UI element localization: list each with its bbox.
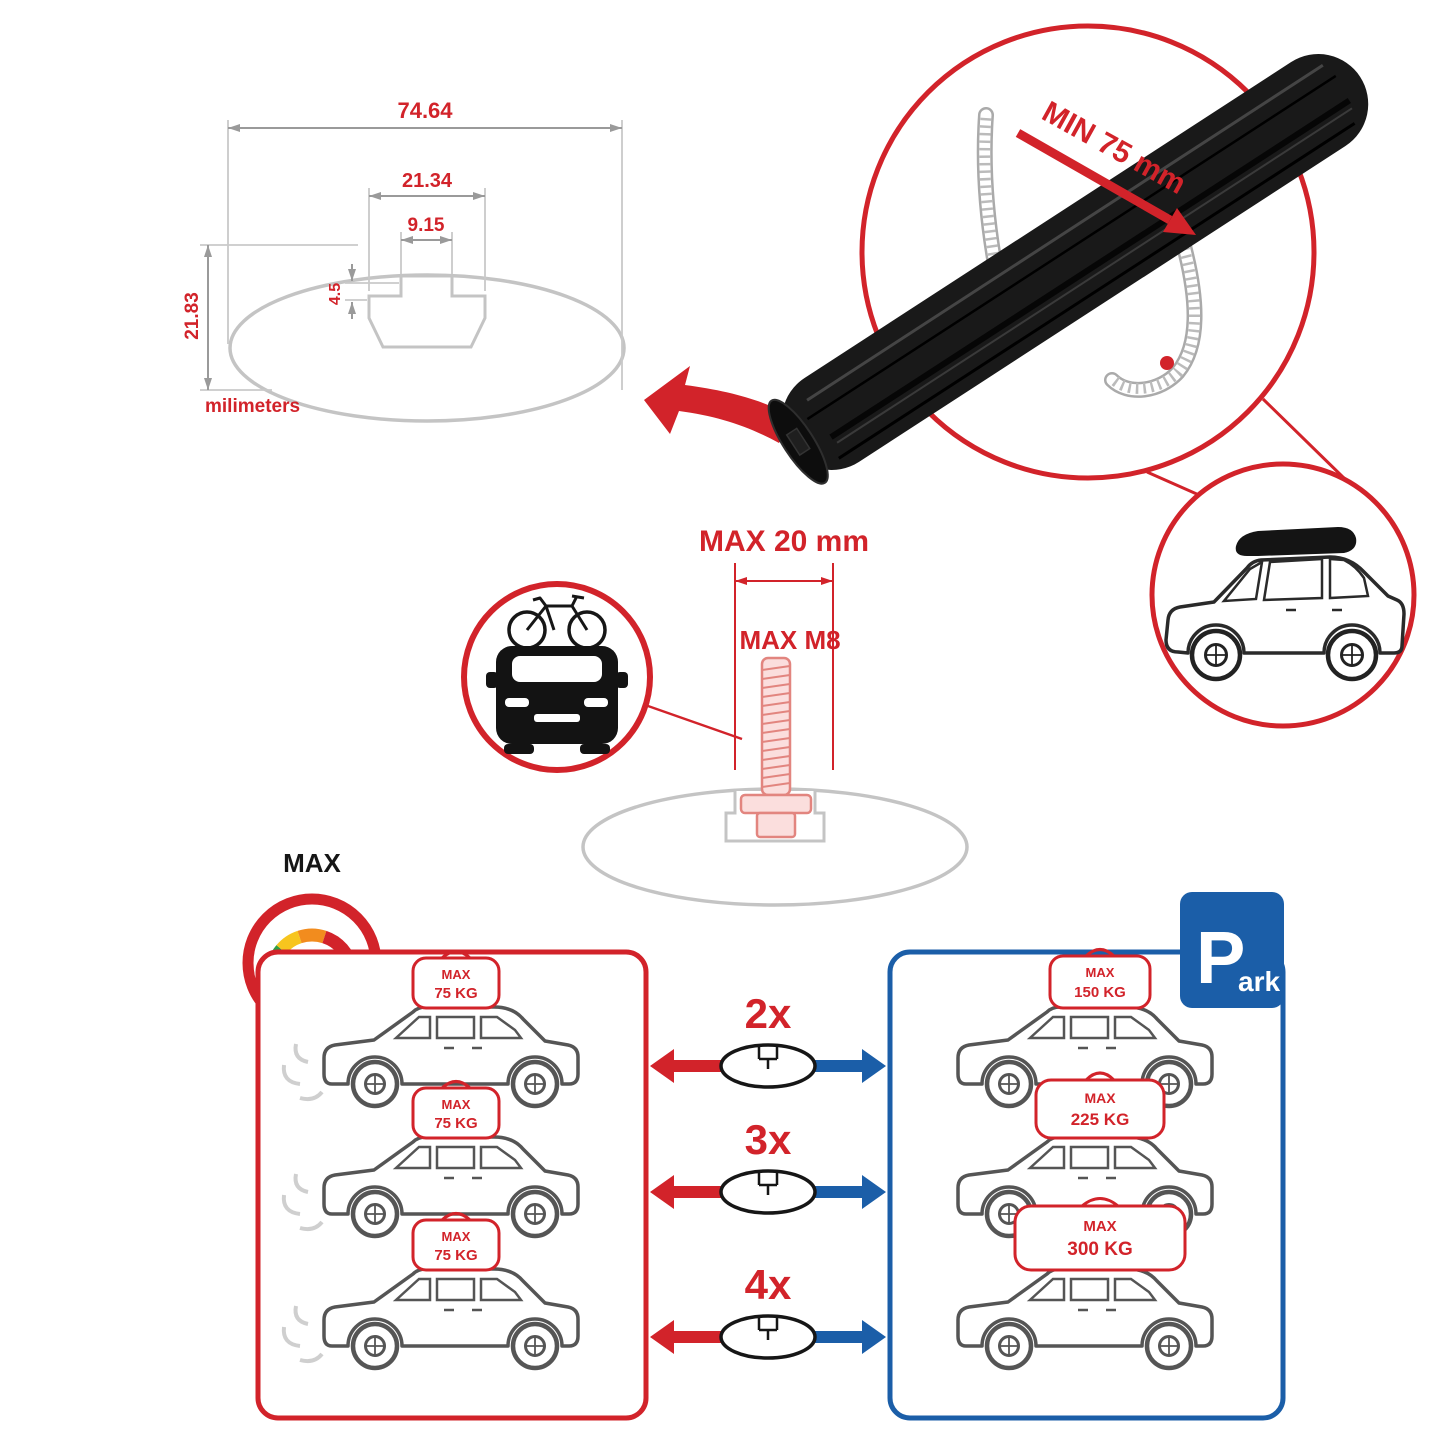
crossbar-render [767,54,1369,485]
max-thread-label: MAX M8 [739,625,840,655]
vehicle-row-parked-2: MAX 225 KG [958,1071,1212,1236]
arrow-left-red-icon [650,1175,726,1209]
parking-sign: P ark [1180,892,1284,1008]
crossbar-profile-channel [367,274,487,349]
crossbar-count-row-3: 4x [650,1261,886,1360]
clamp-hook-lower-icon [1104,238,1203,398]
cargo-bag: MAX 75 KG [411,950,501,1010]
multiplier-label: 3x [745,1116,792,1163]
motion-puffs-icon [281,1305,324,1364]
vehicle-row-parked-1: MAX 150 KG [958,948,1212,1107]
multiplier-label: 2x [745,990,792,1037]
vehicle-row-driving-2: MAX 75 KG [281,1080,578,1237]
arrow-left-red-icon [650,1049,726,1083]
bag-line1: MAX [442,1229,471,1244]
bag-line2: 75 KG [434,1247,477,1264]
dim-slot-width-label: 9.15 [408,215,445,236]
vehicle-row-driving-1: MAX 75 KG [281,950,578,1107]
clamp-contact-dot [1160,356,1174,370]
bag-line1: MAX [442,1097,471,1112]
bag-line2: 75 KG [434,985,477,1002]
bag-line1: MAX [1086,965,1115,980]
parking-sign-ark: ark [1238,966,1280,997]
zoom-callout-arrow [644,366,792,443]
cross-section-diagram: 74.64 21.34 9.15 21.83 4.5 milimeters [182,98,626,423]
vehicle-row-driving-3: MAX 75 KG [281,1212,578,1369]
dimension-lip-height: 4.5 [327,264,399,319]
arrow-right-blue-icon [810,1049,886,1083]
parking-sign-p: P [1196,916,1245,999]
dim-channel-width-label: 21.34 [402,170,453,192]
dim-overall-width-label: 74.64 [397,98,453,123]
vehicle-callout [1146,397,1417,729]
bag-line2: 300 KG [1067,1239,1132,1260]
dimension-overall-height: 21.83 [182,244,358,391]
bag-line2: 75 KG [434,1115,477,1132]
bag-line1: MAX [1084,1090,1116,1106]
dimension-channel-width: 21.34 [368,170,486,291]
dim-lip-height-label: 4.5 [327,283,344,305]
multiplier-label: 4x [745,1261,792,1308]
bolt-icon [739,656,813,839]
bag-line1: MAX [442,967,471,982]
bike-roof-callout [461,581,743,773]
max-length-label: MAX 20 mm [699,525,869,558]
units-label: milimeters [205,396,300,417]
bag-line1: MAX [1083,1218,1116,1235]
speed-max-label: MAX [283,848,341,878]
cargo-bag: MAX 75 KG [411,1080,501,1140]
bolt-detail: MAX 20 mm MAX M8 [581,525,969,907]
parking-sign-plate [1180,892,1284,1008]
callout-wedge-lines [1146,397,1350,497]
crossbar-zoom-view: MIN 75 mm [767,23,1369,485]
motion-puffs-icon [281,1173,324,1232]
cargo-bag: MAX 300 KG [1013,1197,1187,1272]
dimension-slot-width: 9.15 [400,215,453,274]
dim-overall-height-label: 21.83 [182,292,203,340]
driving-load-panel: MAX 75 KG MAX 75 KG MAX 75 KG [255,949,649,1421]
suv-icon [1164,555,1406,682]
crossbar-count-row-2: 3x [650,1116,886,1215]
roof-box-icon [1235,527,1357,556]
car-front-icon [486,646,628,754]
arrow-right-blue-icon [810,1320,886,1354]
motion-puffs-icon [281,1043,324,1102]
parked-load-panel: MAX 150 KG MAX 225 KG MAX 300 KG [887,948,1286,1421]
cargo-bag: MAX 75 KG [411,1212,501,1272]
cargo-bag: MAX 150 KG [1048,948,1152,1010]
arrow-right-blue-icon [810,1175,886,1209]
dimension-overall-width: 74.64 [227,98,623,390]
vehicle-row-parked-3: MAX 300 KG [958,1197,1212,1369]
callout-line [647,704,743,741]
bag-line2: 150 KG [1074,984,1126,1001]
bag-line2: 225 KG [1071,1110,1130,1129]
crossbar-count-row-1: 2x [650,990,886,1089]
cargo-bag: MAX 225 KG [1034,1071,1166,1140]
arrow-left-red-icon [650,1320,726,1354]
